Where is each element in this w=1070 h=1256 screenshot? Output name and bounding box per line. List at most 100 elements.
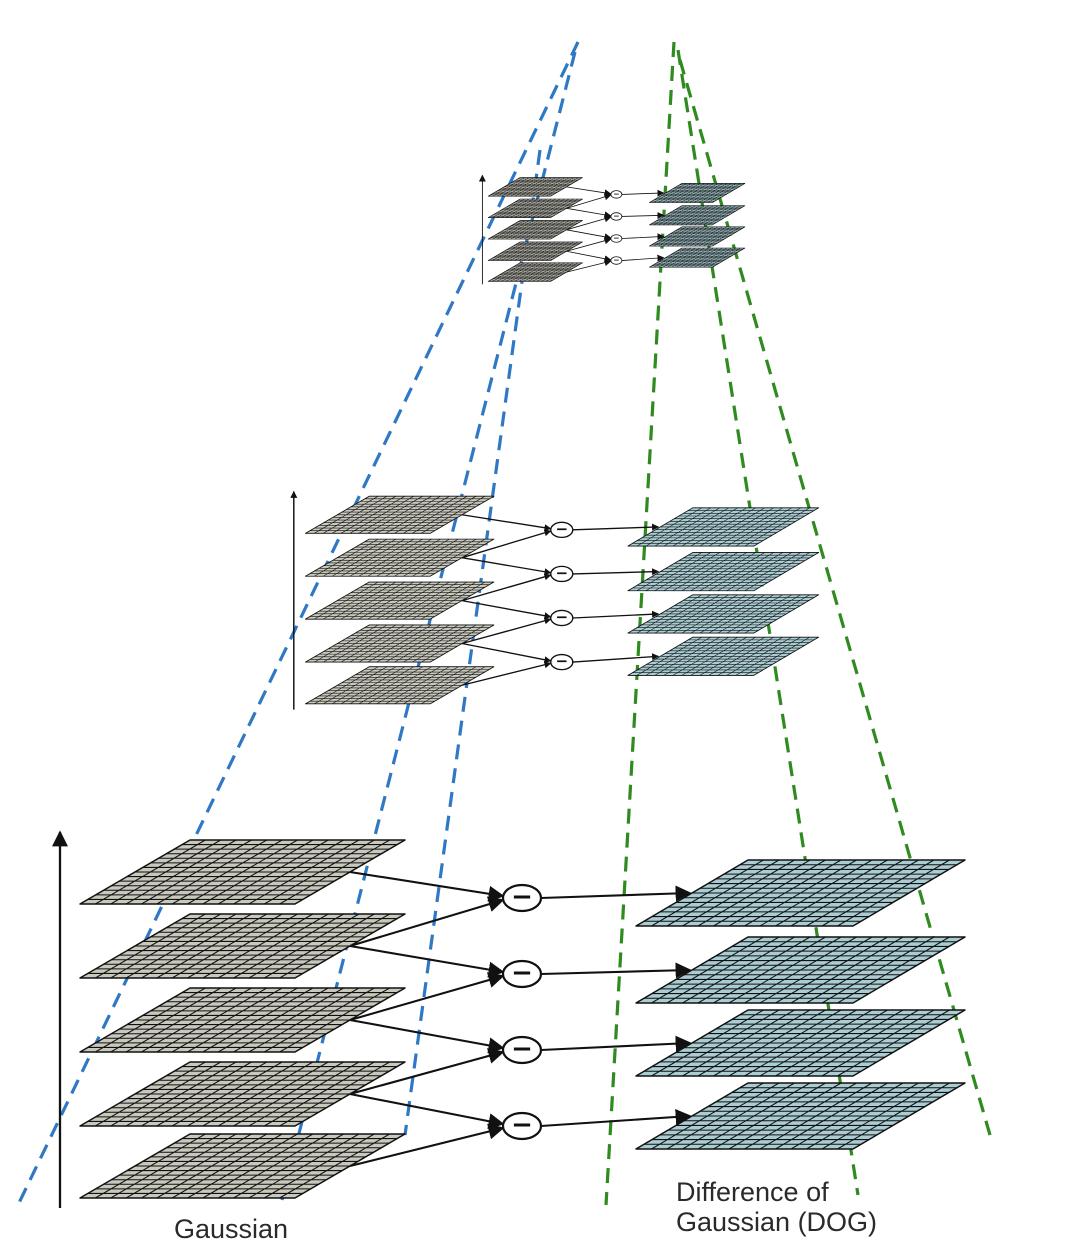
subtract-symbol: − — [613, 211, 619, 220]
subtract-symbol: − — [511, 1110, 533, 1140]
input-arrow — [566, 215, 612, 231]
input-arrow — [461, 514, 552, 532]
input-arrow — [461, 617, 552, 645]
tile-grid — [644, 936, 957, 1004]
tile-grid — [651, 205, 743, 226]
dog-layer — [635, 859, 966, 927]
tile-grid — [651, 183, 743, 203]
gaussian-layer — [79, 839, 406, 905]
tile-grid — [309, 581, 490, 620]
subtract-symbol: − — [555, 608, 568, 626]
tile-grid — [632, 507, 815, 547]
gaussian-layer — [79, 1133, 406, 1199]
output-arrow — [572, 568, 660, 576]
octave-1: −−−− — [52, 830, 966, 1208]
tile-grid — [490, 198, 581, 218]
subtract-node — [550, 565, 574, 583]
input-arrow — [349, 972, 505, 1022]
dog-layer — [649, 247, 746, 268]
tile-grid — [87, 1133, 398, 1199]
dog-layer — [627, 552, 820, 592]
gaussian-layer — [304, 581, 495, 620]
gaussian-layer — [304, 495, 495, 534]
output-arrow — [540, 1108, 692, 1128]
input-arrow — [461, 557, 552, 576]
gaussian-layer — [79, 987, 406, 1053]
input-arrow — [566, 229, 612, 241]
tile-grid — [309, 624, 490, 663]
gaussian-layer — [487, 177, 583, 197]
tile-grid — [309, 538, 490, 577]
octave-2: −−−− — [290, 490, 820, 710]
dog-layer — [635, 936, 966, 1004]
tile-grid — [87, 1061, 398, 1127]
input-arrow — [566, 259, 612, 273]
subtract-symbol: − — [613, 189, 619, 198]
tile-grid — [87, 987, 398, 1053]
output-arrow — [540, 962, 692, 979]
subtract-node — [550, 609, 574, 627]
gaussian-guide-line — [403, 149, 542, 1136]
tile-grid — [309, 666, 490, 705]
gaussian-layer — [79, 913, 406, 979]
gaussian-layer — [79, 1061, 406, 1127]
output-arrow — [621, 254, 665, 262]
dog-label-line-2: Gaussian (DOG) — [676, 1207, 878, 1237]
input-arrow — [461, 573, 552, 602]
output-arrow — [572, 523, 660, 531]
subtract-symbol: − — [511, 1034, 533, 1064]
input-arrow — [566, 193, 612, 209]
input-arrow — [566, 250, 612, 263]
input-arrow — [461, 599, 552, 620]
tile-grid — [651, 226, 743, 247]
subtract-symbol: − — [555, 520, 568, 538]
tile-grid — [632, 552, 815, 592]
gaussian-layer — [487, 198, 583, 218]
input-arrow — [566, 186, 612, 197]
gaussian-layer — [304, 666, 495, 705]
input-arrow — [349, 896, 505, 948]
input-arrow — [461, 642, 552, 664]
input-arrow — [349, 1123, 505, 1168]
tile-grid — [632, 636, 815, 676]
output-arrow — [621, 233, 665, 241]
output-arrow — [572, 610, 660, 619]
output-arrow — [540, 1035, 692, 1052]
input-arrow — [349, 870, 505, 902]
dog-layer — [627, 507, 820, 547]
input-arrow — [566, 207, 612, 219]
input-arrow — [566, 237, 612, 252]
subtract-symbol: − — [511, 882, 533, 912]
dog-label-line-1: Difference of — [676, 1177, 829, 1207]
input-arrow — [461, 529, 552, 559]
gaussian-layer — [304, 624, 495, 663]
tile-grid — [490, 177, 581, 197]
subtract-symbol: − — [555, 652, 568, 670]
octave-3: −−−− — [478, 174, 746, 285]
subtract-symbol: − — [613, 234, 619, 243]
input-arrow — [349, 1048, 505, 1096]
tile-grid — [490, 220, 581, 240]
tile-grid — [490, 262, 581, 282]
dog-layer — [635, 1082, 966, 1150]
tile-grid — [644, 1082, 957, 1150]
tile-grid — [490, 241, 581, 261]
gaussian-layer — [487, 220, 583, 240]
gaussian-layer — [304, 538, 495, 577]
dog-layer — [627, 594, 820, 634]
dog-layer — [627, 636, 820, 676]
tile-grid — [644, 859, 957, 927]
output-arrow — [540, 885, 692, 902]
gaussian-layer — [487, 241, 583, 261]
input-arrow — [461, 661, 552, 686]
dog-label: Difference of Gaussian (DOG) — [676, 1177, 877, 1237]
gaussian-layer — [487, 262, 583, 282]
input-arrow — [349, 944, 505, 978]
subtract-node — [550, 521, 574, 539]
tile-grid — [87, 913, 398, 979]
gaussian-label: Gaussian — [174, 1214, 289, 1244]
subtract-node — [550, 653, 574, 671]
tile-grid — [87, 839, 398, 905]
output-arrow — [621, 189, 665, 197]
